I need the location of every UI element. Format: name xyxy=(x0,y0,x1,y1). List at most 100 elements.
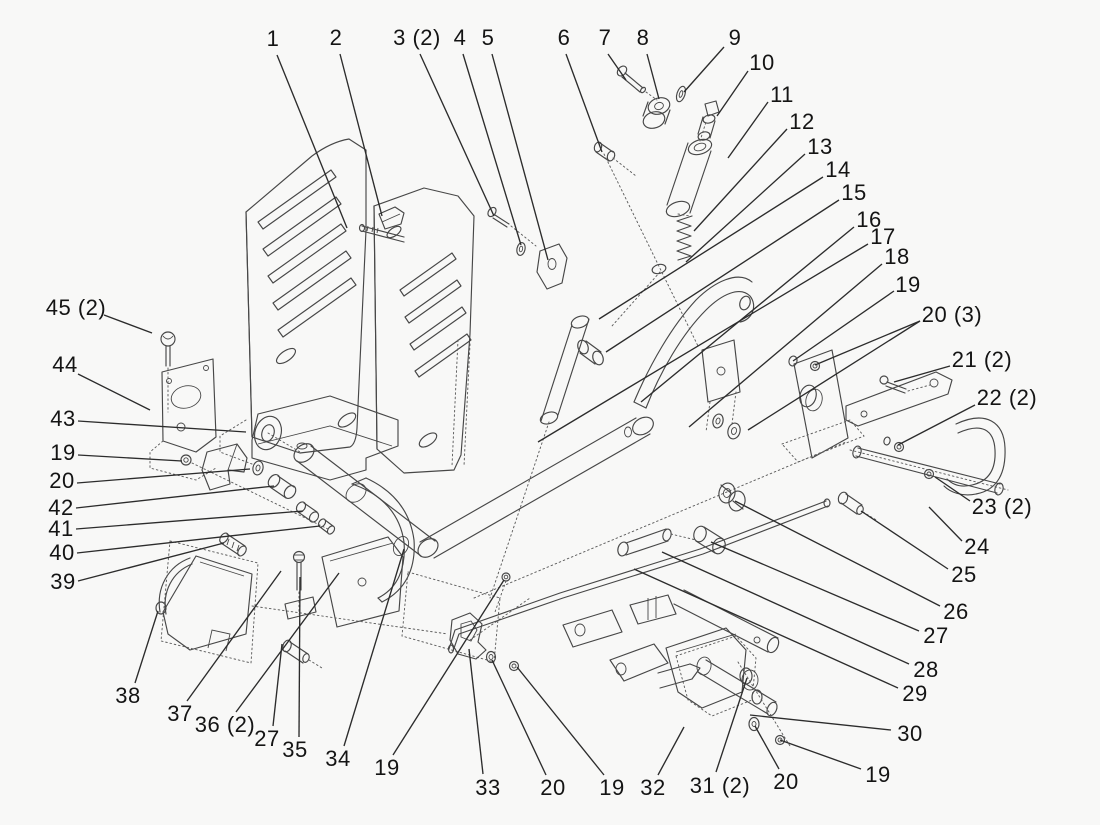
leader-line-39 xyxy=(77,542,225,582)
leader-line-11 xyxy=(727,101,769,159)
u-rod-23 xyxy=(923,417,1006,496)
pin-28 xyxy=(617,528,697,557)
pedal-38 xyxy=(155,540,449,664)
link-plate-left xyxy=(562,609,623,648)
leader-line-8 xyxy=(646,53,660,100)
leader-line-40 xyxy=(76,525,321,554)
leader-line-33 xyxy=(468,648,484,775)
clevis-rod-30 xyxy=(657,659,778,717)
leader-line-16 xyxy=(640,226,855,403)
pivot-bracket-right xyxy=(473,349,865,599)
leader-line-23(2) xyxy=(934,476,971,502)
callout-leader-lines xyxy=(75,46,976,776)
leader-line-9 xyxy=(683,46,725,93)
washer-9 xyxy=(675,85,687,103)
clevis-33 xyxy=(449,572,531,672)
knob-rod xyxy=(358,223,405,243)
leader-line-13 xyxy=(685,153,806,263)
leader-line-35 xyxy=(298,576,301,738)
washer-4 xyxy=(516,242,526,256)
leader-line-20 xyxy=(754,725,780,770)
arm-22 xyxy=(845,371,953,427)
leader-line-5 xyxy=(491,53,549,261)
leader-line-29 xyxy=(633,568,899,689)
leader-line-28 xyxy=(661,551,910,665)
leader-line-37 xyxy=(186,570,282,702)
leader-line-45(2) xyxy=(103,314,153,334)
leader-line-41 xyxy=(75,510,304,530)
rod-24 xyxy=(849,445,1009,496)
screw-45 xyxy=(160,331,176,413)
h-link xyxy=(629,594,677,625)
leader-line-1 xyxy=(276,54,348,229)
washer-20-left xyxy=(252,460,264,476)
bolt-21 xyxy=(879,375,931,394)
leader-line-19 xyxy=(779,739,862,770)
leader-line-32 xyxy=(657,726,685,776)
pin-25 xyxy=(837,491,879,522)
lift-arm-17 xyxy=(419,416,654,559)
right-vented-panel xyxy=(373,187,475,474)
panel-base-bracket xyxy=(219,395,399,481)
leader-line-6 xyxy=(565,53,603,153)
carriage-bolt xyxy=(487,206,537,247)
leader-line-10 xyxy=(716,70,749,117)
washers-19-20 xyxy=(712,355,821,440)
leader-line-44 xyxy=(77,373,151,411)
leader-line-24 xyxy=(928,506,963,542)
leader-line-22(2) xyxy=(897,404,976,446)
leader-line-17 xyxy=(537,243,869,443)
roll-pin-39 xyxy=(219,532,247,557)
leader-line-38 xyxy=(134,610,159,684)
leader-line-21(2) xyxy=(893,365,951,383)
pivot-tube-34 xyxy=(267,432,439,558)
bushing-15 xyxy=(577,339,604,366)
nut-19-left xyxy=(180,454,192,466)
leader-line-18 xyxy=(688,263,883,428)
leader-line-7 xyxy=(607,53,627,81)
leader-line-31(2) xyxy=(715,677,748,773)
lift-tube-14 xyxy=(489,315,590,599)
leader-line-25 xyxy=(860,510,949,570)
leader-line-20(3) xyxy=(814,320,921,366)
leader-line-27 xyxy=(272,643,283,727)
bracket-18 xyxy=(603,153,741,433)
flanged-bushing-8 xyxy=(642,97,671,129)
leader-line-42 xyxy=(75,485,275,509)
nut-19-bottom xyxy=(737,661,791,747)
leader-line-19 xyxy=(792,290,895,362)
leader-line-34 xyxy=(343,548,405,747)
damper-cylinder-11 xyxy=(665,121,713,218)
left-vented-panel xyxy=(245,138,367,454)
washer-20-bottom xyxy=(748,716,760,732)
leader-line-43 xyxy=(77,420,247,433)
leader-line-36(2) xyxy=(235,572,340,713)
latch-clip xyxy=(378,206,405,230)
flanged-bushing-26 xyxy=(718,482,746,512)
spacer-27-right xyxy=(693,525,726,555)
leader-line-19 xyxy=(77,454,183,462)
leader-line-12 xyxy=(693,128,788,232)
bolt-35 xyxy=(284,550,317,620)
mount-plate-36 xyxy=(321,536,501,663)
leader-line-20 xyxy=(491,659,547,776)
flange-bearing-31 xyxy=(739,667,763,705)
rod-29 xyxy=(447,498,831,654)
mount-plate-44 xyxy=(149,358,217,481)
leader-line-26 xyxy=(734,500,941,607)
leader-line-27 xyxy=(710,541,920,632)
grommet-43 xyxy=(253,415,283,451)
cross-bar-32 xyxy=(609,589,780,717)
leader-line-15 xyxy=(605,199,840,353)
leader-line-3(2) xyxy=(419,53,495,217)
damper-cap-10 xyxy=(697,100,720,141)
leader-line-19 xyxy=(516,666,605,776)
leader-line-4 xyxy=(462,53,522,246)
keeper-latch xyxy=(201,443,248,491)
leader-line-20 xyxy=(76,468,251,484)
leader-line-19 xyxy=(392,579,505,756)
bellcrank-arm-37 xyxy=(351,477,415,603)
leader-line-20(3) xyxy=(747,320,921,431)
